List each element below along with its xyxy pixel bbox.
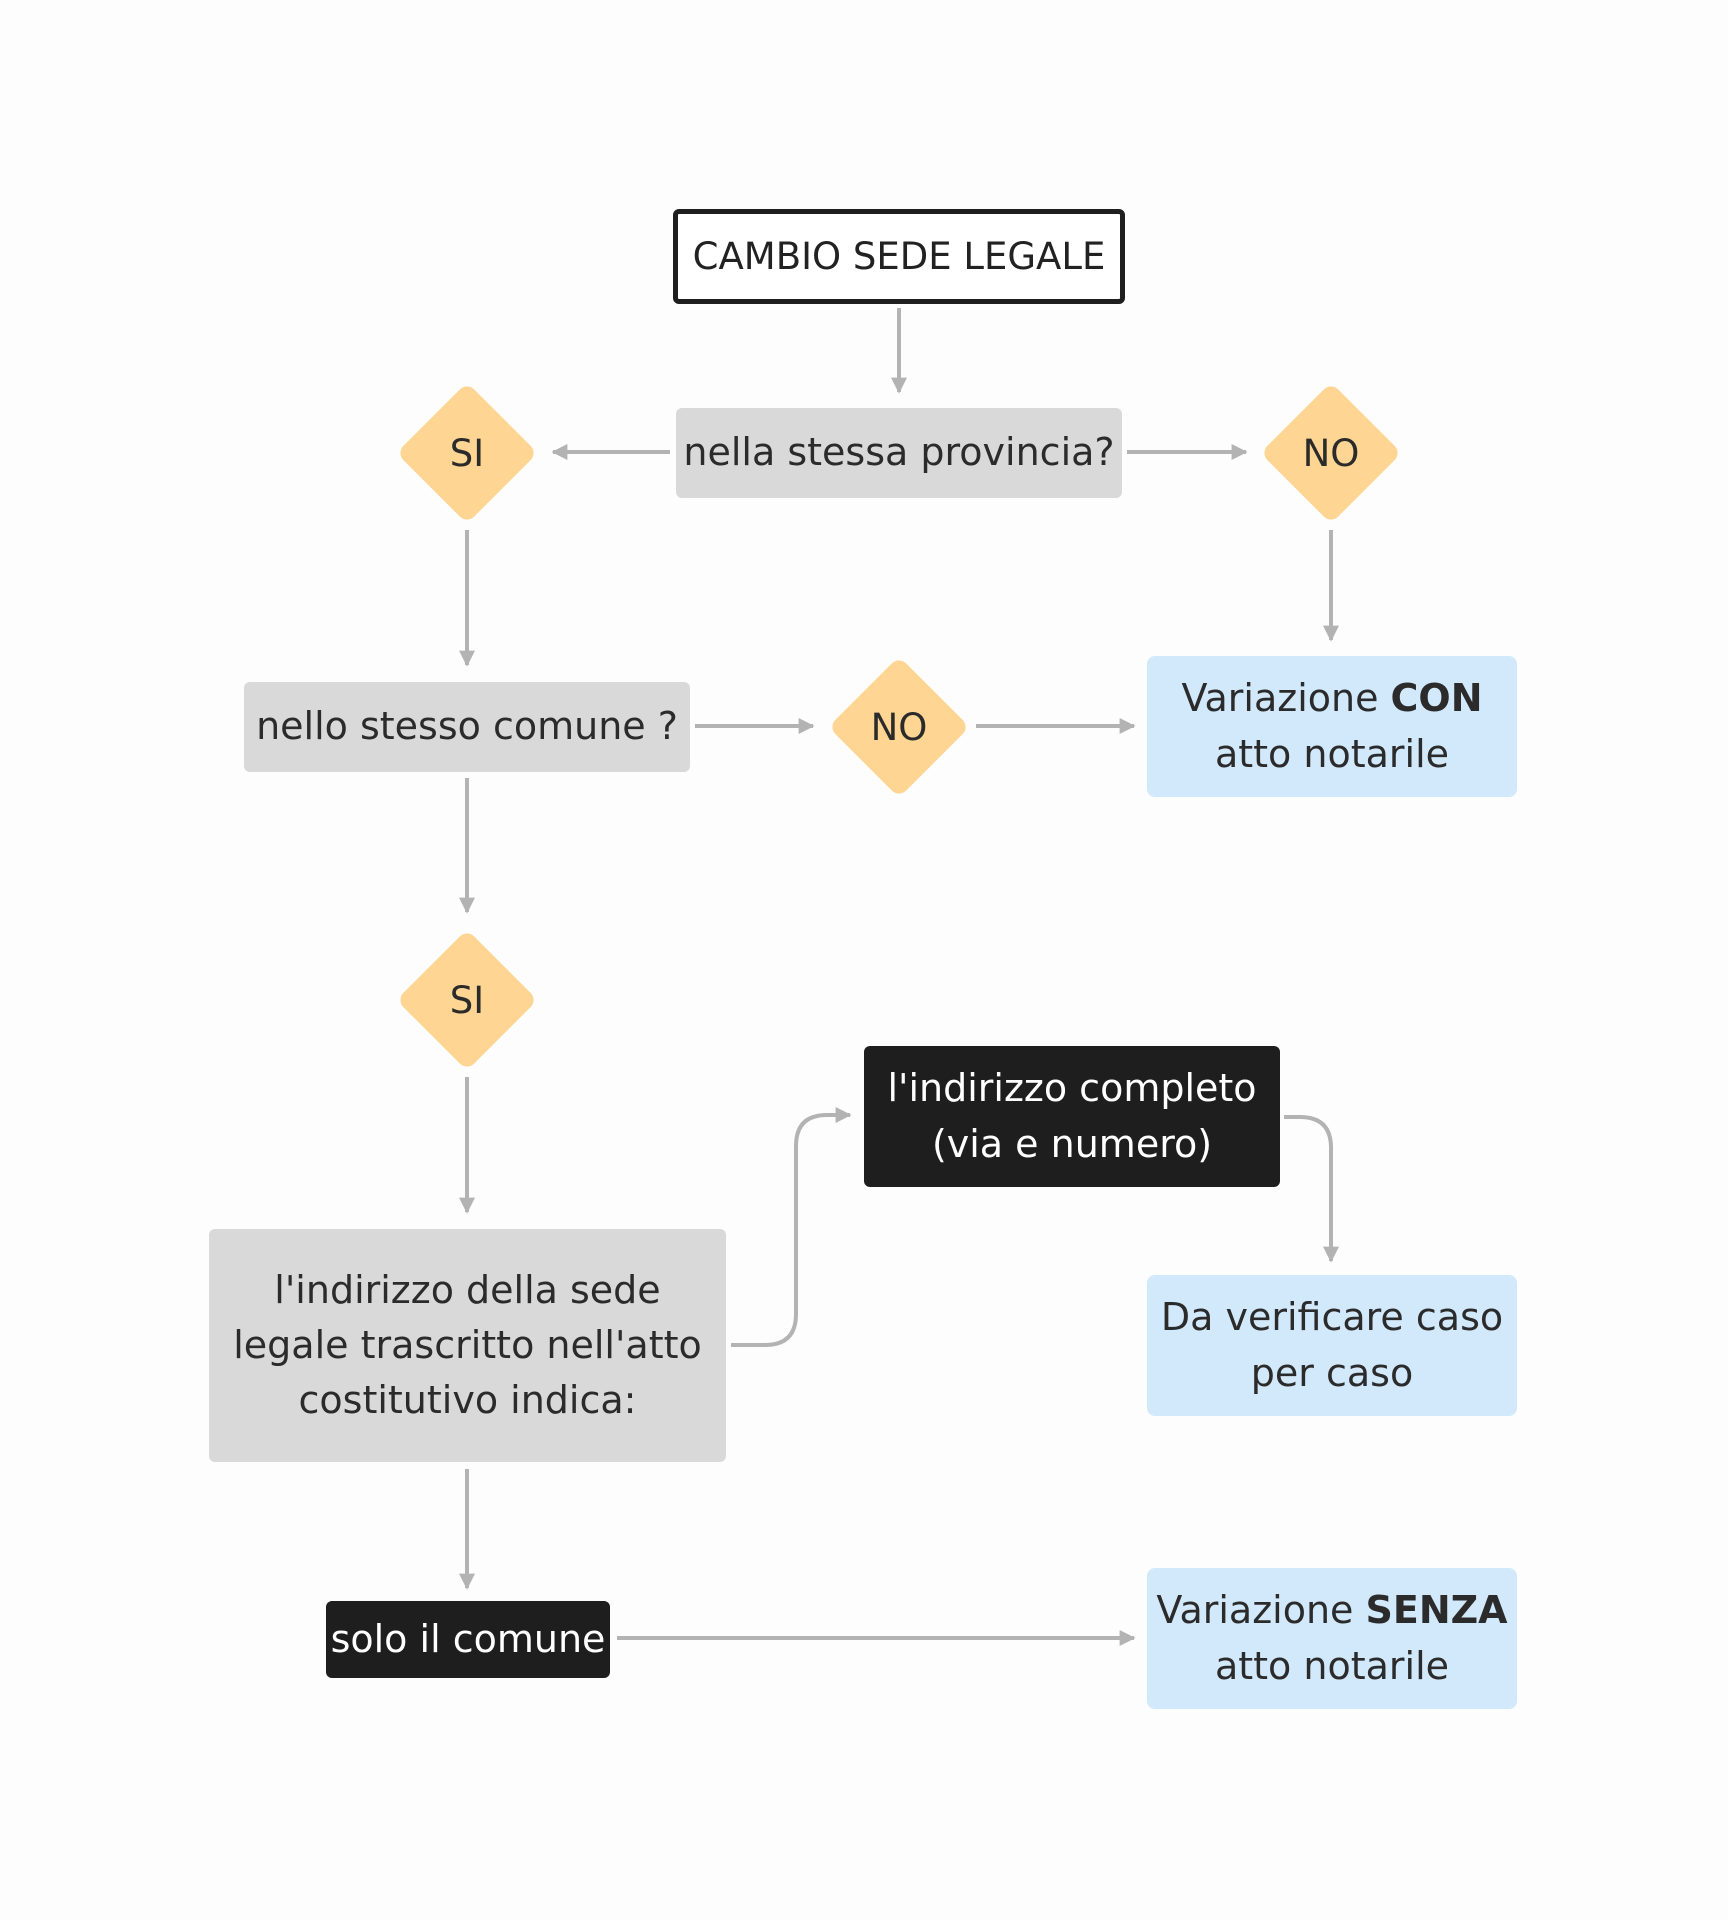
option-indirizzo-completo: l'indirizzo completo (via e numero)	[864, 1046, 1280, 1187]
option-indirizzo-completo-text: l'indirizzo completo (via e numero)	[887, 1061, 1256, 1171]
title-box: CAMBIO SEDE LEGALE	[673, 209, 1125, 304]
result-senza-atto: Variazione SENZA atto notarile	[1147, 1568, 1517, 1709]
result-con-atto-text: Variazione CON atto notarile	[1181, 671, 1482, 781]
result-con-bold: CON	[1390, 676, 1483, 721]
arrow-completo-to-verificare	[1284, 1115, 1339, 1263]
question-indirizzo-line2: legale trascritto nell'atto	[233, 1322, 702, 1367]
decision-si-comune: SI	[394, 927, 540, 1073]
question-comune: nello stesso comune ?	[244, 682, 690, 772]
title-text: CAMBIO SEDE LEGALE	[692, 234, 1106, 278]
arrow-indirizzo-to-completo	[731, 1107, 852, 1347]
result-senza-prefix: Variazione	[1156, 1588, 1366, 1633]
result-senza-atto-text: Variazione SENZA atto notarile	[1156, 1583, 1507, 1693]
result-senza-line2: atto notarile	[1214, 1643, 1450, 1688]
question-indirizzo: l'indirizzo della sede legale trascritto…	[209, 1229, 726, 1462]
question-indirizzo-line3: costitutivo indica:	[298, 1378, 637, 1423]
question-indirizzo-line1: l'indirizzo della sede	[274, 1267, 661, 1312]
result-con-line2: atto notarile	[1214, 731, 1450, 776]
question-comune-text: nello stesso comune ?	[256, 704, 678, 749]
result-da-verificare-text: Da verificare caso per caso	[1161, 1290, 1503, 1400]
decision-si-provincia: SI	[394, 380, 540, 526]
question-provincia: nella stessa provincia?	[676, 408, 1122, 498]
result-con-atto: Variazione CON atto notarile	[1147, 656, 1517, 797]
option-completo-line1: l'indirizzo completo	[887, 1066, 1257, 1111]
option-completo-line2: (via e numero)	[931, 1121, 1213, 1166]
result-verificare-line2: per caso	[1250, 1350, 1414, 1395]
question-provincia-text: nella stessa provincia?	[683, 430, 1115, 475]
option-solo-comune: solo il comune	[326, 1601, 610, 1678]
decision-si-provincia-label: SI	[449, 431, 485, 475]
result-verificare-line1: Da verificare caso	[1160, 1295, 1504, 1340]
result-senza-bold: SENZA	[1365, 1588, 1508, 1633]
option-solo-comune-text: solo il comune	[330, 1616, 606, 1661]
decision-no-comune-label: NO	[870, 705, 928, 749]
result-da-verificare: Da verificare caso per caso	[1147, 1275, 1517, 1416]
decision-no-comune: NO	[826, 654, 972, 800]
question-indirizzo-text: l'indirizzo della sede legale trascritto…	[233, 1263, 702, 1428]
decision-no-provincia-label: NO	[1302, 431, 1360, 475]
result-con-prefix: Variazione	[1181, 676, 1391, 721]
decision-si-comune-label: SI	[449, 978, 485, 1022]
decision-no-provincia: NO	[1258, 380, 1404, 526]
